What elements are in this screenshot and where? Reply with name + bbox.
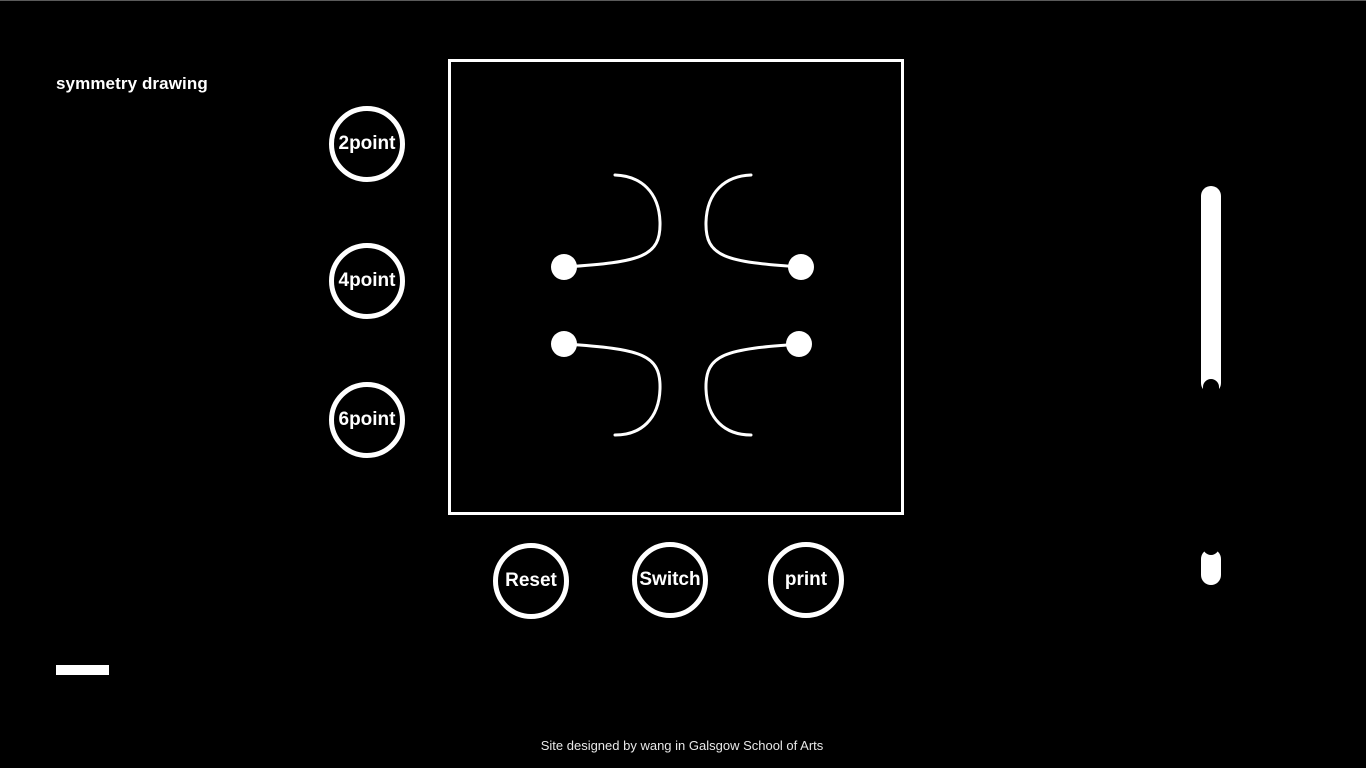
drawing-canvas[interactable] xyxy=(448,59,904,515)
anchor-point[interactable] xyxy=(786,331,812,357)
footer-credit: Site designed by wang in Galsgow School … xyxy=(540,738,824,753)
mode-4point-button[interactable]: 4point xyxy=(329,243,405,319)
drawing-stroke xyxy=(563,342,662,437)
menu-bar[interactable] xyxy=(56,665,109,675)
reset-button[interactable]: Reset xyxy=(493,543,569,619)
anchor-point[interactable] xyxy=(551,331,577,357)
drawing-stroke xyxy=(563,173,662,269)
mode-6point-button[interactable]: 6point xyxy=(329,382,405,458)
top-divider xyxy=(0,0,1366,1)
anchor-point[interactable] xyxy=(788,254,814,280)
brush-size-slider[interactable] xyxy=(1201,186,1221,585)
footer: Site designed by wang in Galsgow School … xyxy=(0,738,1366,753)
print-button[interactable]: print xyxy=(768,542,844,618)
anchor-point[interactable] xyxy=(551,254,577,280)
drawing-stroke xyxy=(704,342,803,437)
slider-bottom-notch xyxy=(1203,547,1219,555)
slider-bottom-cap xyxy=(1201,549,1221,585)
slider-handle[interactable] xyxy=(1203,379,1219,393)
switch-button[interactable]: Switch xyxy=(632,542,708,618)
slider-fill xyxy=(1201,186,1221,393)
drawing-surface[interactable] xyxy=(451,62,901,512)
site-title: symmetry drawing xyxy=(56,74,208,93)
drawing-stroke xyxy=(704,173,803,269)
mode-2point-button[interactable]: 2point xyxy=(329,106,405,182)
